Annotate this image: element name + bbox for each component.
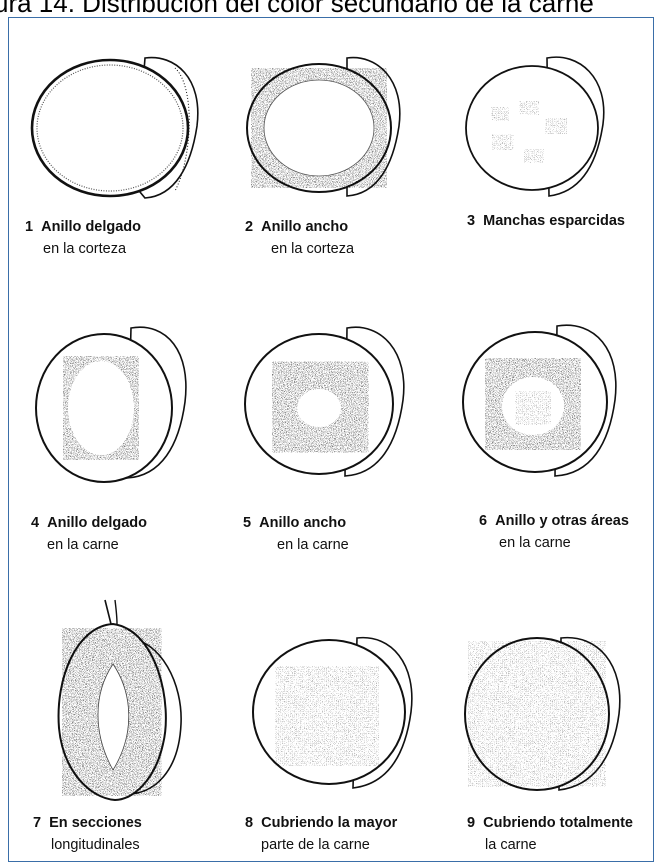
tuber-section-9 xyxy=(461,630,651,800)
caption-9-line2: la carne xyxy=(467,834,633,856)
caption-9: 9 Cubriendo totalmente la carne xyxy=(467,812,633,856)
caption-4: 4 Anillo delgado en la carne xyxy=(31,512,147,556)
tuber-section-1 xyxy=(25,46,215,206)
caption-7-line1: 7 En secciones xyxy=(33,812,142,834)
figure-frame: 1 Anillo delgado en la corteza 2 Anillo … xyxy=(8,17,654,862)
tuber-section-7 xyxy=(37,594,227,834)
tuber-section-4 xyxy=(31,316,221,496)
caption-5-line1: 5 Anillo ancho xyxy=(243,512,349,534)
caption-4-line1: 4 Anillo delgado xyxy=(31,512,147,534)
caption-9-line1: 9 Cubriendo totalmente xyxy=(467,812,633,834)
caption-2-line2: en la corteza xyxy=(245,238,354,260)
caption-8-line2: parte de la carne xyxy=(245,834,397,856)
tuber-section-3 xyxy=(457,46,647,206)
caption-6-line2: en la carne xyxy=(479,532,629,554)
caption-5-line2: en la carne xyxy=(243,534,349,556)
caption-1: 1 Anillo delgado en la corteza xyxy=(25,216,141,260)
caption-2-line1: 2 Anillo ancho xyxy=(245,216,354,238)
caption-3-line1: 3 Manchas esparcidas xyxy=(467,210,625,232)
caption-8: 8 Cubriendo la mayor parte de la carne xyxy=(245,812,397,856)
tuber-section-5 xyxy=(239,316,429,496)
tuber-section-2 xyxy=(237,46,427,206)
caption-6-line1: 6 Anillo y otras áreas xyxy=(479,510,629,532)
tuber-section-6 xyxy=(457,314,647,494)
caption-1-line1: 1 Anillo delgado xyxy=(25,216,141,238)
caption-7: 7 En secciones longitudinales xyxy=(33,812,142,856)
caption-1-line2: en la corteza xyxy=(25,238,141,260)
caption-4-line2: en la carne xyxy=(31,534,147,556)
caption-8-line1: 8 Cubriendo la mayor xyxy=(245,812,397,834)
caption-3: 3 Manchas esparcidas xyxy=(467,210,625,232)
caption-5: 5 Anillo ancho en la carne xyxy=(243,512,349,556)
caption-2: 2 Anillo ancho en la corteza xyxy=(245,216,354,260)
caption-7-line2: longitudinales xyxy=(33,834,142,856)
tuber-section-8 xyxy=(247,630,437,800)
caption-6: 6 Anillo y otras áreas en la carne xyxy=(479,510,629,554)
